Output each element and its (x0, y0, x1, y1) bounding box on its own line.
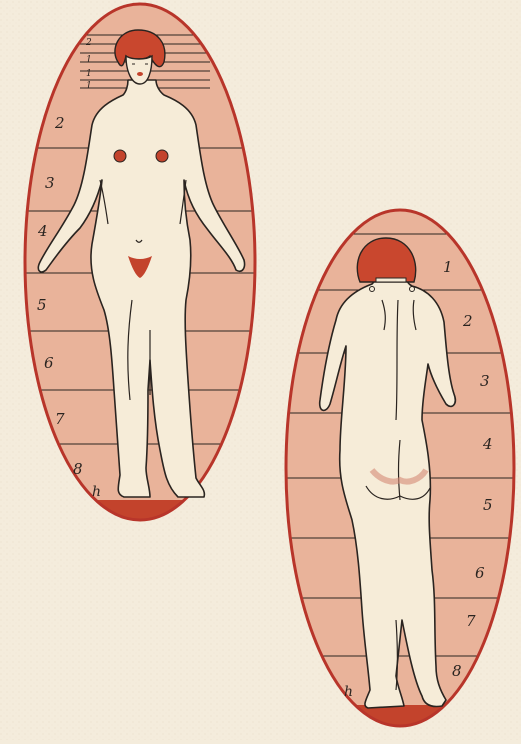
back-number: 1 (443, 258, 453, 276)
back-number: 6 (475, 564, 485, 582)
back-number: 2 (462, 312, 473, 330)
front-head-mark: 1 (86, 81, 92, 91)
back-number: 8 (452, 662, 462, 680)
front-detail-left (114, 150, 126, 162)
front-detail-right (156, 150, 168, 162)
front-head-mark: 1 (86, 69, 92, 79)
front-number: 8 (73, 460, 83, 478)
front-number: 3 (45, 174, 55, 192)
front-head-mark: 1 (86, 55, 92, 65)
front-mouth (137, 72, 143, 76)
front-number: 6 (44, 354, 54, 372)
front-number: 2 (54, 114, 65, 132)
back-signature: h (344, 684, 353, 700)
back-number: 5 (483, 496, 493, 514)
back-number: 4 (482, 435, 493, 453)
front-number: 7 (55, 410, 65, 428)
front-number: 4 (37, 222, 48, 240)
back-number: 7 (466, 612, 476, 630)
back-number: 3 (480, 372, 490, 390)
front-signature: h (92, 484, 101, 500)
front-head-mark: 2 (85, 38, 92, 48)
front-number: 5 (37, 296, 47, 314)
